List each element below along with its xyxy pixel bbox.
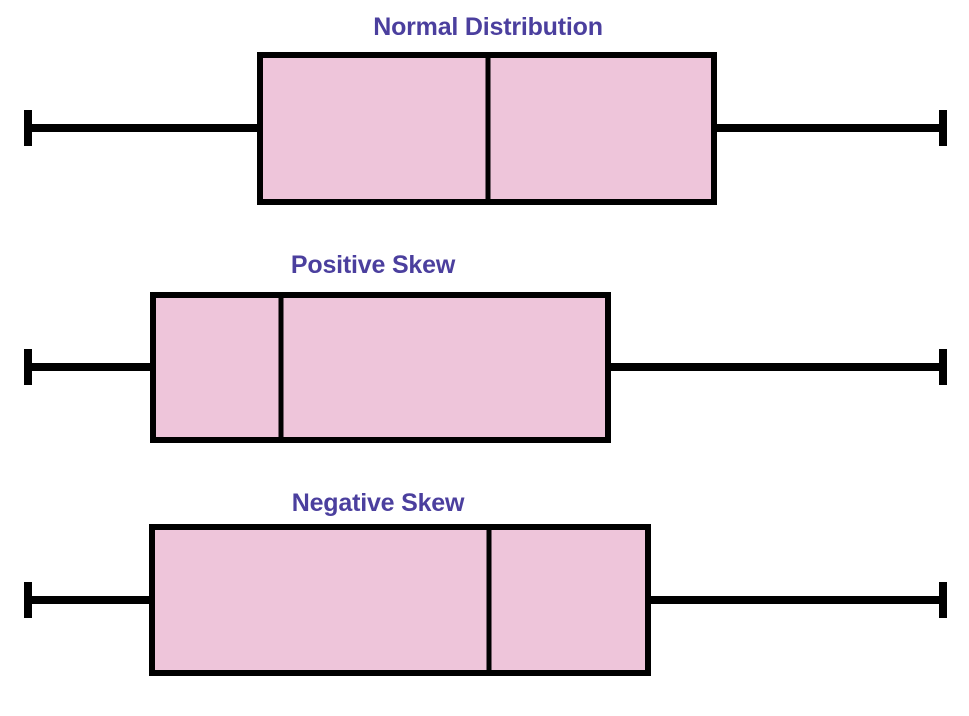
panel-normal-distribution: Normal Distribution	[0, 0, 969, 238]
panel-positive-skew: Positive Skew	[0, 238, 969, 476]
panel-title-normal-distribution: Normal Distribution	[373, 13, 603, 41]
panel-title-negative-skew: Negative Skew	[291, 489, 465, 517]
interquartile-box	[150, 292, 611, 443]
panel-negative-skew: Negative Skew	[0, 476, 969, 716]
panel-title-positive-skew: Positive Skew	[290, 251, 456, 279]
box-plot-normal-distribution	[24, 52, 947, 205]
box-plot-negative-skew	[24, 524, 947, 676]
interquartile-box	[149, 524, 651, 676]
box-plot-positive-skew	[24, 292, 947, 443]
